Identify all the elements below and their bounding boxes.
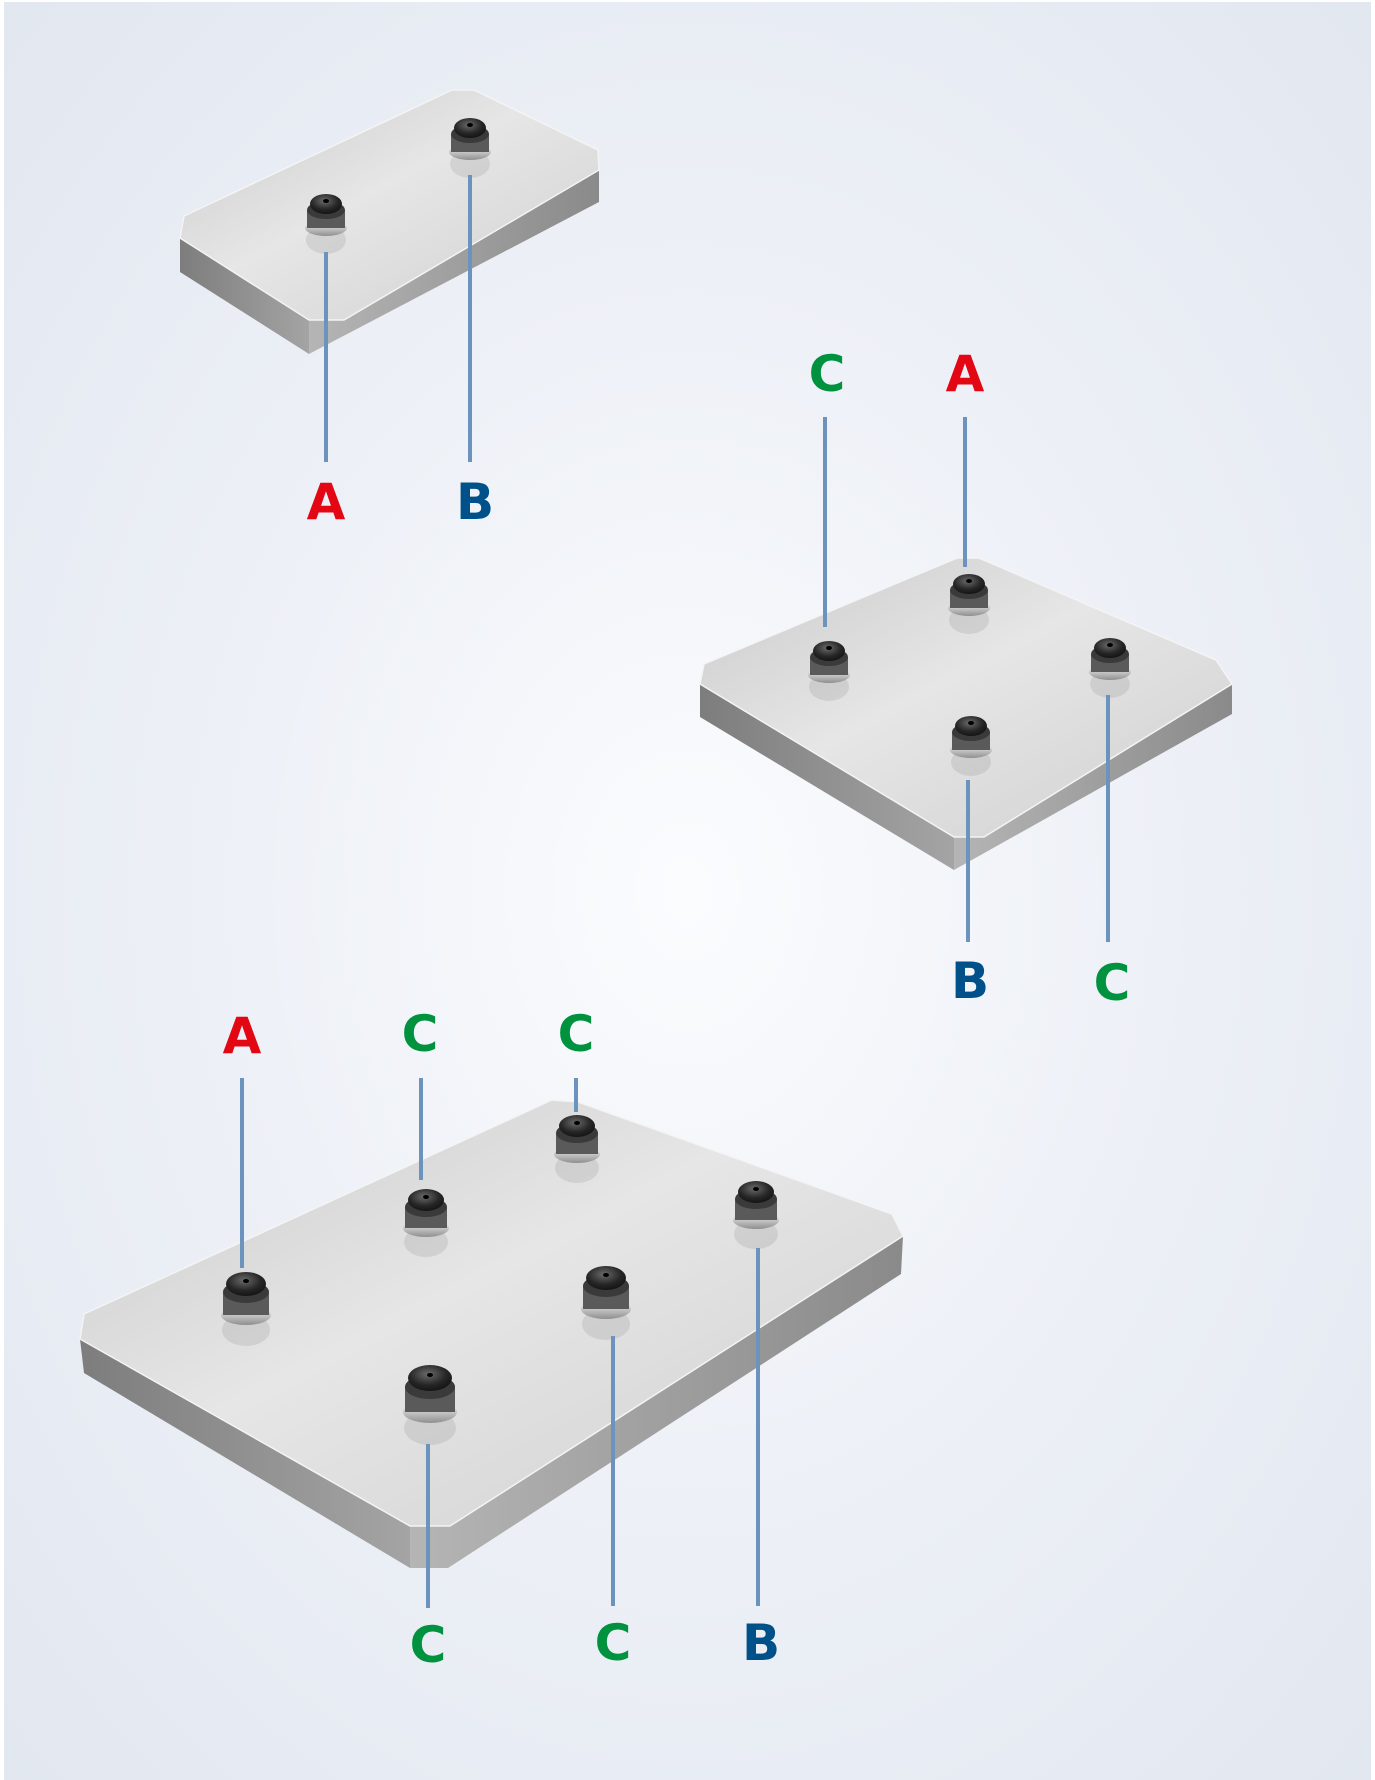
label-b: B	[742, 1614, 780, 1672]
suction-cup	[950, 716, 992, 776]
label-c: C	[558, 1005, 595, 1063]
plate-two-cups: A B	[179, 89, 600, 531]
plate-top	[79, 1099, 904, 1527]
label-c: C	[402, 1005, 439, 1063]
label-c: C	[1094, 954, 1131, 1012]
suction-cup	[403, 1189, 449, 1257]
suction-cup	[1089, 638, 1131, 698]
suction-cup	[733, 1181, 779, 1249]
suction-plates-diagram: A B	[79, 89, 1234, 1674]
diagram-canvas: A B	[4, 2, 1371, 1780]
label-a: A	[307, 473, 346, 531]
suction-cup	[221, 1272, 271, 1346]
plate-side-right	[410, 1236, 903, 1568]
label-a: A	[223, 1007, 262, 1065]
label-c: C	[410, 1616, 447, 1674]
plate-top	[179, 89, 600, 321]
label-a: A	[946, 345, 985, 403]
suction-cup	[948, 574, 990, 634]
plate-side-right	[309, 170, 599, 354]
plate-side-left	[180, 238, 309, 354]
plate-side-left	[80, 1339, 410, 1568]
plate-side-right	[954, 684, 1232, 870]
label-b: B	[951, 952, 989, 1010]
suction-cup	[554, 1115, 600, 1183]
plate-four-cups: C A B C	[699, 345, 1234, 1012]
suction-cup	[449, 118, 491, 178]
suction-cup	[305, 194, 347, 254]
suction-cup	[403, 1365, 457, 1445]
plate-six-cups: A C C C C B	[79, 1005, 904, 1674]
suction-cup	[808, 641, 850, 701]
plate-side-left	[700, 684, 954, 870]
label-b: B	[456, 473, 494, 531]
label-c: C	[595, 1614, 632, 1672]
suction-cup	[581, 1266, 631, 1340]
label-c: C	[809, 345, 846, 403]
